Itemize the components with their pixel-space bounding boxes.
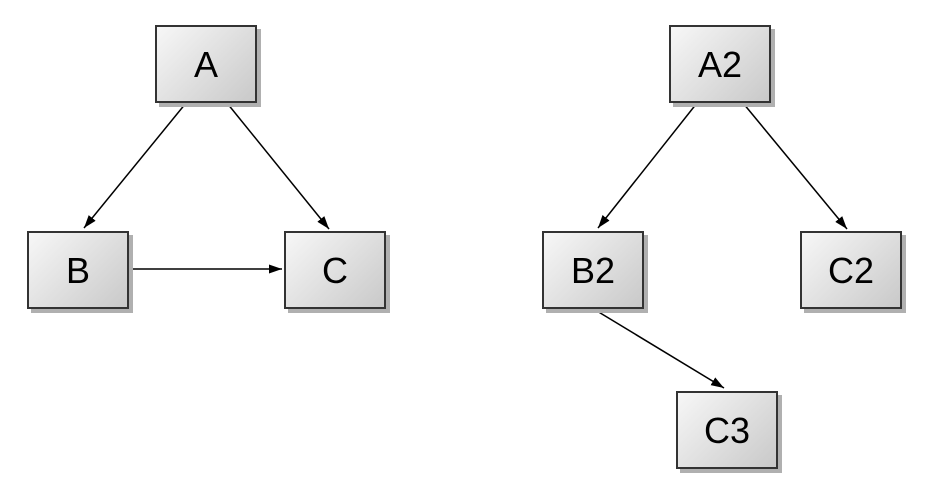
- node-C3[interactable]: C3: [676, 391, 778, 469]
- edge-A2-B2: [597, 102, 698, 229]
- node-label: B: [65, 250, 90, 291]
- node-B[interactable]: B: [27, 231, 129, 309]
- node-label: C3: [703, 410, 751, 451]
- node-label: C: [322, 250, 348, 291]
- node-label: B2: [570, 250, 616, 291]
- edge-A-B: [83, 102, 187, 229]
- node-C[interactable]: C: [284, 231, 386, 309]
- edge-A-C: [226, 102, 330, 230]
- node-C2[interactable]: C2: [800, 231, 902, 309]
- edge-B2-C3: [591, 307, 725, 389]
- edge-A2-C2: [742, 102, 848, 230]
- node-A2[interactable]: A2: [669, 25, 771, 103]
- node-B2[interactable]: B2: [542, 231, 644, 309]
- node-label: A2: [697, 44, 743, 85]
- node-label: C2: [827, 250, 875, 291]
- node-A[interactable]: A: [155, 25, 257, 103]
- node-label: A: [193, 44, 218, 85]
